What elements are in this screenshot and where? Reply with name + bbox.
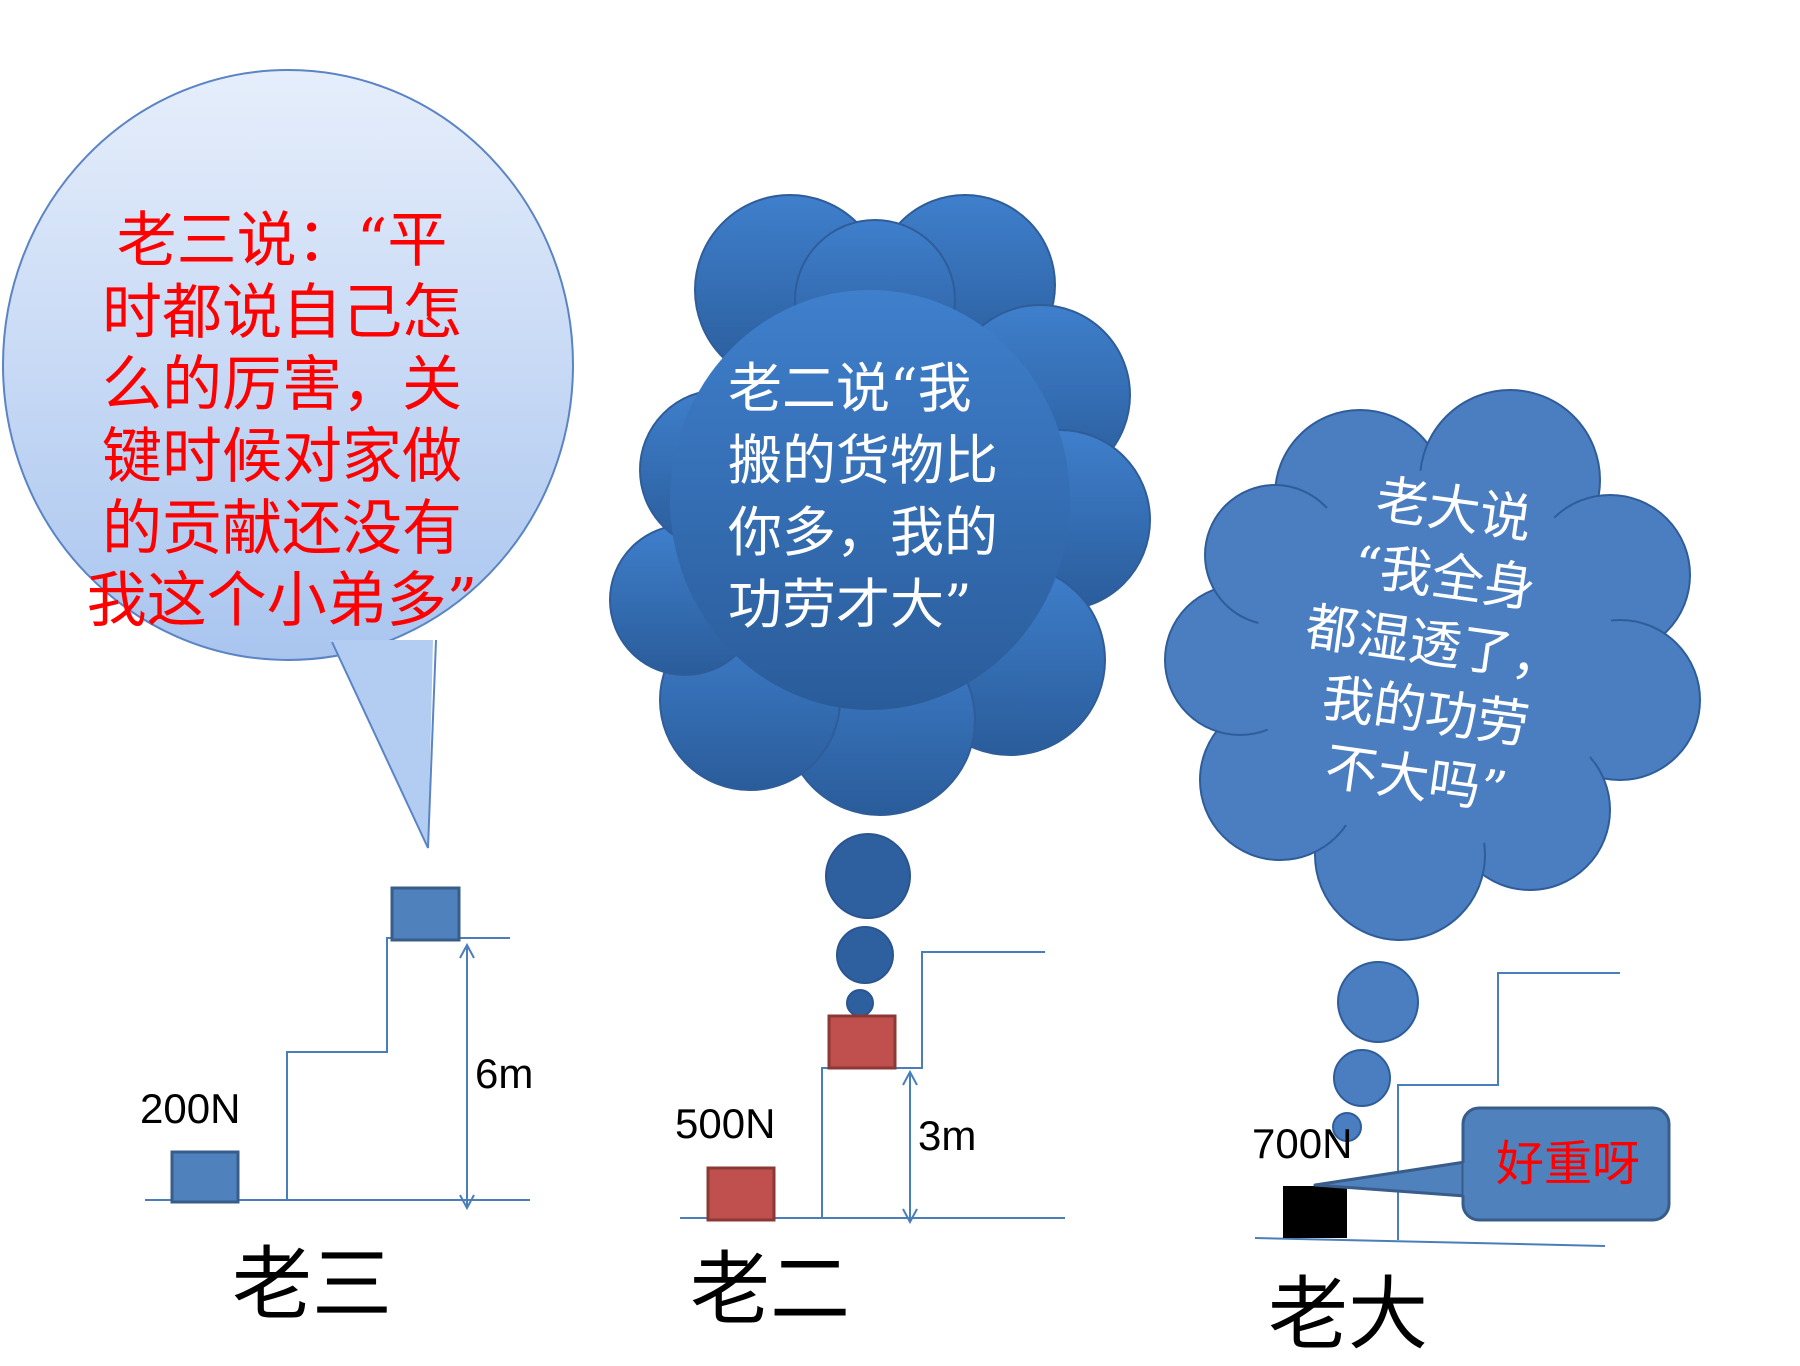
eldest-quote-text: 老大说 “我全身 都湿透了， 我的功劳 不大吗” bbox=[1302, 469, 1568, 823]
second-stairs bbox=[821, 951, 1045, 1218]
eldest-ground-line bbox=[1254, 1237, 1606, 1247]
third-height-label: 6m bbox=[475, 1050, 534, 1097]
eldest-exclaim-callout bbox=[1313, 1106, 1671, 1222]
third-quote-text: 老三说：“平 时都说自己怎 么的厉害，关 键时候对家做 的贡献还没有 我这个小弟… bbox=[86, 206, 478, 636]
eldest-stairs bbox=[1397, 972, 1620, 1240]
eldest-box bbox=[1283, 1186, 1347, 1238]
eldest-thought-dot-medium bbox=[1333, 1049, 1391, 1107]
eldest-name-label: 老大 bbox=[1268, 1268, 1428, 1361]
third-box-ground bbox=[170, 1150, 240, 1204]
third-brother-section bbox=[2, 69, 574, 1211]
eldest-brother-section bbox=[1164, 389, 1701, 1247]
second-thought-cloud bbox=[609, 194, 1151, 816]
second-box-ground bbox=[706, 1166, 776, 1222]
second-thought-dot-small bbox=[846, 989, 874, 1017]
second-box-top bbox=[827, 1014, 897, 1070]
second-quote-text: 老二说“我 搬的货物比 你多，我的 功劳才大” bbox=[728, 357, 998, 636]
second-name-label: 老二 bbox=[690, 1243, 850, 1336]
eldest-exclaim-text: 好重呀 bbox=[1495, 1136, 1640, 1192]
eldest-thought-dot-small bbox=[1332, 1112, 1362, 1142]
third-name-label: 老三 bbox=[232, 1238, 392, 1331]
second-brother-section bbox=[609, 194, 1151, 1225]
third-box-top bbox=[390, 886, 461, 942]
third-speech-bubble bbox=[2, 69, 574, 849]
second-height-label: 3m bbox=[918, 1112, 977, 1159]
third-height-arrow bbox=[459, 942, 475, 1211]
eldest-thought-dot-large bbox=[1337, 961, 1419, 1043]
second-force-label: 500N bbox=[675, 1100, 776, 1147]
eldest-thought-cloud bbox=[1164, 389, 1701, 941]
second-height-arrow bbox=[902, 1069, 918, 1225]
second-thought-dot-large bbox=[825, 833, 911, 919]
eldest-force-label: 700N bbox=[1252, 1120, 1353, 1167]
second-thought-dot-medium bbox=[836, 926, 894, 984]
third-force-label: 200N bbox=[140, 1085, 241, 1132]
